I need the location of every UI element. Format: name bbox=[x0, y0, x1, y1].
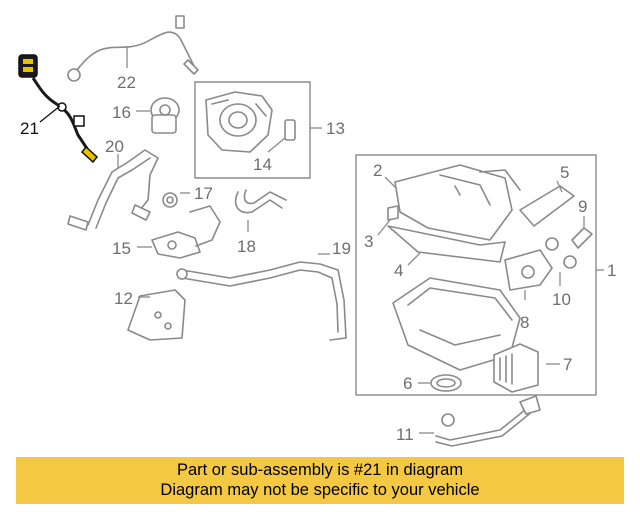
callout-9: 9 bbox=[578, 197, 587, 216]
part-7-resonator[interactable] bbox=[493, 343, 539, 393]
callout-15: 15 bbox=[112, 239, 131, 258]
part-12-mount-bracket[interactable] bbox=[127, 289, 186, 341]
callout-18: 18 bbox=[237, 237, 256, 256]
part-21-oxygen-sensor[interactable] bbox=[18, 54, 99, 164]
part-13-air-pump[interactable] bbox=[194, 81, 311, 179]
part-14-fitting[interactable] bbox=[284, 119, 296, 141]
part-10-clamps[interactable] bbox=[545, 237, 577, 269]
callout-13: 13 bbox=[326, 119, 345, 138]
callout-12: 12 bbox=[114, 289, 133, 308]
callout-19: 19 bbox=[332, 239, 351, 258]
callout-17: 17 bbox=[194, 184, 213, 203]
part-18-hose[interactable] bbox=[234, 189, 287, 214]
callout-2: 2 bbox=[373, 161, 382, 180]
info-banner: Part or sub-assembly is #21 in diagram D… bbox=[16, 457, 624, 504]
leader-14 bbox=[267, 137, 286, 153]
part-2-cleaner-cover[interactable] bbox=[394, 164, 521, 241]
part-16-valve[interactable] bbox=[150, 97, 180, 134]
callout-8: 8 bbox=[520, 313, 529, 332]
callout-22: 22 bbox=[117, 73, 136, 92]
callout-1: 1 bbox=[607, 261, 616, 280]
leader-21 bbox=[39, 105, 61, 123]
part-3-clip[interactable] bbox=[387, 205, 399, 221]
callout-11: 11 bbox=[396, 425, 414, 444]
banner-line-2: Diagram may not be specific to your vehi… bbox=[160, 481, 480, 499]
part-17-clamp[interactable] bbox=[162, 192, 178, 208]
part-11-hose[interactable] bbox=[435, 395, 541, 447]
leader-4 bbox=[407, 252, 421, 266]
part-1-lower-housing[interactable] bbox=[392, 277, 521, 371]
callout-5: 5 bbox=[560, 163, 569, 182]
part-19-pipe[interactable] bbox=[176, 261, 347, 341]
part-6-seal[interactable] bbox=[430, 374, 462, 392]
callout-14: 14 bbox=[253, 155, 272, 174]
banner-background bbox=[16, 457, 624, 504]
part-9-hose[interactable] bbox=[571, 227, 593, 249]
part-15-valve-bracket[interactable] bbox=[151, 205, 221, 259]
part-22-oxygen-sensor[interactable] bbox=[67, 15, 199, 82]
callout-3: 3 bbox=[364, 232, 373, 251]
callout-20: 20 bbox=[105, 137, 124, 156]
callout-4: 4 bbox=[394, 261, 403, 280]
air-cleaner-assembly-frame bbox=[355, 154, 597, 396]
callout-6: 6 bbox=[403, 374, 412, 393]
leader-3 bbox=[377, 219, 391, 236]
banner-line-1: Part or sub-assembly is #21 in diagram bbox=[176, 461, 464, 479]
leader-5 bbox=[556, 180, 563, 193]
callout-16: 16 bbox=[112, 103, 131, 122]
part-5-cover-bracket[interactable] bbox=[519, 185, 575, 227]
callout-7: 7 bbox=[563, 355, 572, 374]
callout-21: 21 bbox=[20, 119, 39, 138]
callout-10: 10 bbox=[552, 290, 571, 309]
part-8-airflow-sensor[interactable] bbox=[504, 249, 553, 291]
part-20-tube[interactable] bbox=[67, 149, 159, 231]
part-4-gasket[interactable] bbox=[387, 225, 506, 263]
leader-2 bbox=[384, 176, 397, 189]
